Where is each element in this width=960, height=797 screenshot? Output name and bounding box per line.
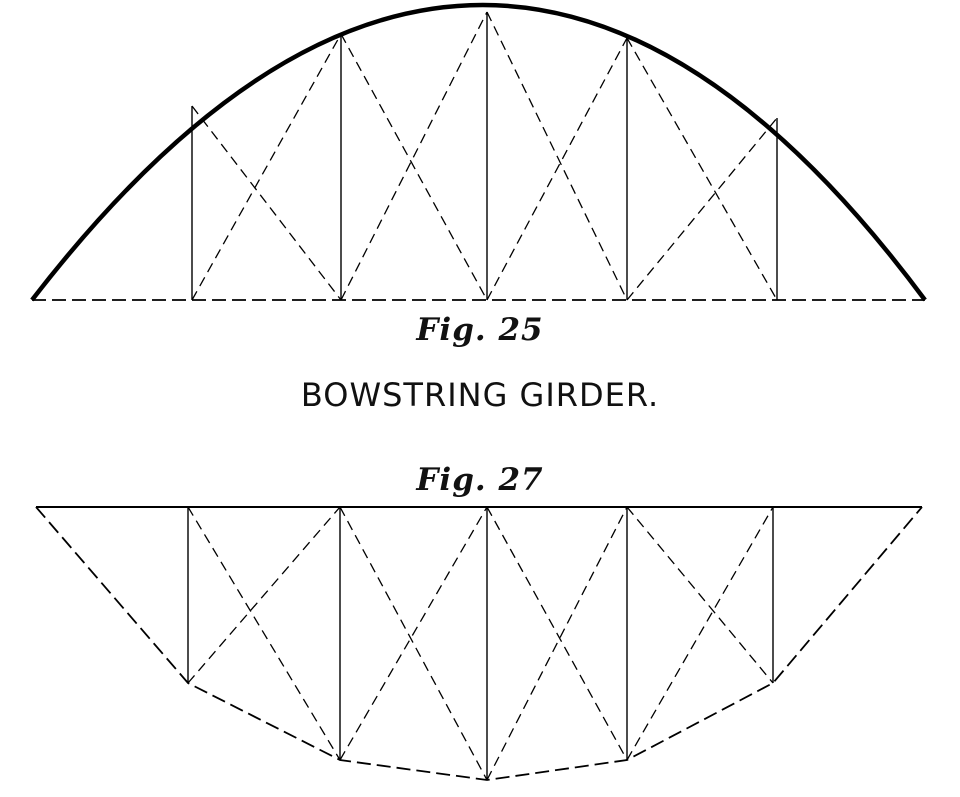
fig27-diagonal [626, 506, 774, 761]
fig27-diagonal [486, 506, 628, 761]
fig27-diagonal [187, 506, 341, 684]
fig25-diagonal [191, 33, 342, 301]
fig25-diagonal [626, 37, 778, 301]
fig27-diagonal [486, 506, 628, 781]
fig25-diagonal [626, 117, 778, 301]
fig25-diagram [30, 2, 927, 302]
fig27-bottom-chord [35, 506, 923, 781]
fig27-diagonal [339, 506, 488, 781]
fig25-label: Fig. 25 [416, 312, 544, 348]
fig27-diagonal [626, 506, 774, 684]
fig27-label: Fig. 27 [416, 462, 544, 498]
fig25-diagonal [486, 37, 628, 301]
fig25-diagonal [340, 33, 488, 301]
fig25-diagonal [191, 105, 342, 301]
diagram-caption: BOWSTRING GIRDER. [300, 376, 660, 414]
fig25-diagonal [486, 11, 628, 301]
fig27-diagonal [187, 506, 341, 761]
fig27-diagonal [339, 506, 488, 761]
fig25-diagonal [340, 11, 488, 301]
fig25-bow-arch [30, 2, 927, 302]
fig27-diagram [35, 506, 923, 781]
